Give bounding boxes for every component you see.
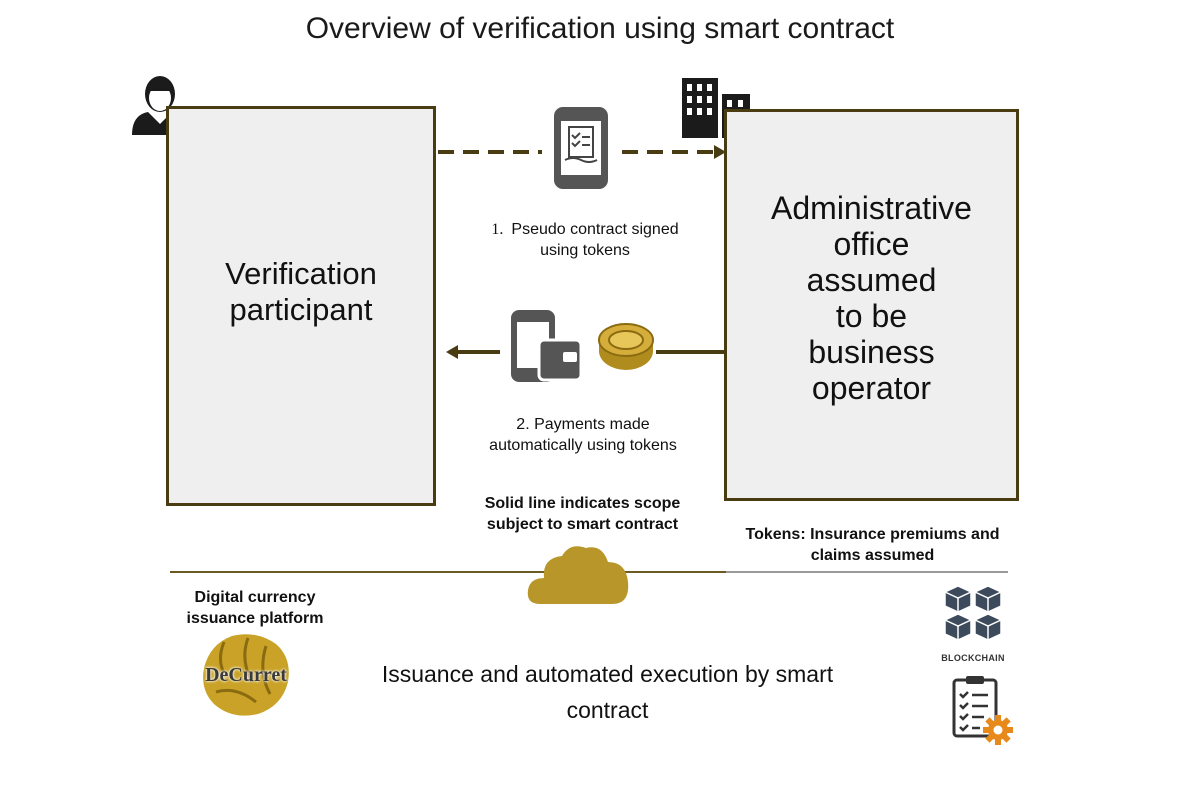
operator-label: Administrative office assumed to be busi… — [771, 190, 972, 406]
blockchain-label: BLOCKCHAIN — [941, 653, 1005, 663]
business-operator-box: Administrative office assumed to be busi… — [724, 109, 1019, 501]
participant-label: Verification participant — [225, 256, 377, 327]
coin-icon — [598, 323, 654, 370]
decurret-logo — [203, 634, 289, 716]
tokens-note: Tokens: Insurance premiums and claims as… — [745, 526, 1000, 564]
verification-participant-box: Verification participant — [166, 106, 436, 506]
contract-dashed-arrow — [438, 145, 726, 159]
divider-left — [170, 571, 726, 573]
divider-right — [726, 571, 1008, 573]
blockchain-cubes-icon — [944, 585, 1002, 641]
diagram-title: Overview of verification using smart con… — [305, 12, 895, 45]
contract-phone-icon — [554, 107, 608, 189]
cloud-icon — [527, 546, 629, 604]
flow-1-caption: 1. Pseudo contract signed using tokens — [470, 219, 700, 261]
decurret-logo-text: DeCurret — [205, 664, 287, 686]
issuance-text: Issuance and automated execution by smar… — [381, 661, 834, 723]
flow-1-label: Pseudo contract signed using tokens — [511, 221, 679, 259]
flow-2-caption: 2. Payments made automatically using tok… — [489, 416, 677, 454]
scope-note: Solid line indicates scope subject to sm… — [484, 495, 681, 533]
flow-1-number: 1. — [491, 221, 504, 238]
platform-label: Digital currency issuance platform — [186, 589, 324, 627]
wallet-phone-icon — [511, 310, 583, 382]
checklist-gear-icon — [952, 676, 1013, 745]
payment-solid-arrow — [446, 345, 724, 359]
